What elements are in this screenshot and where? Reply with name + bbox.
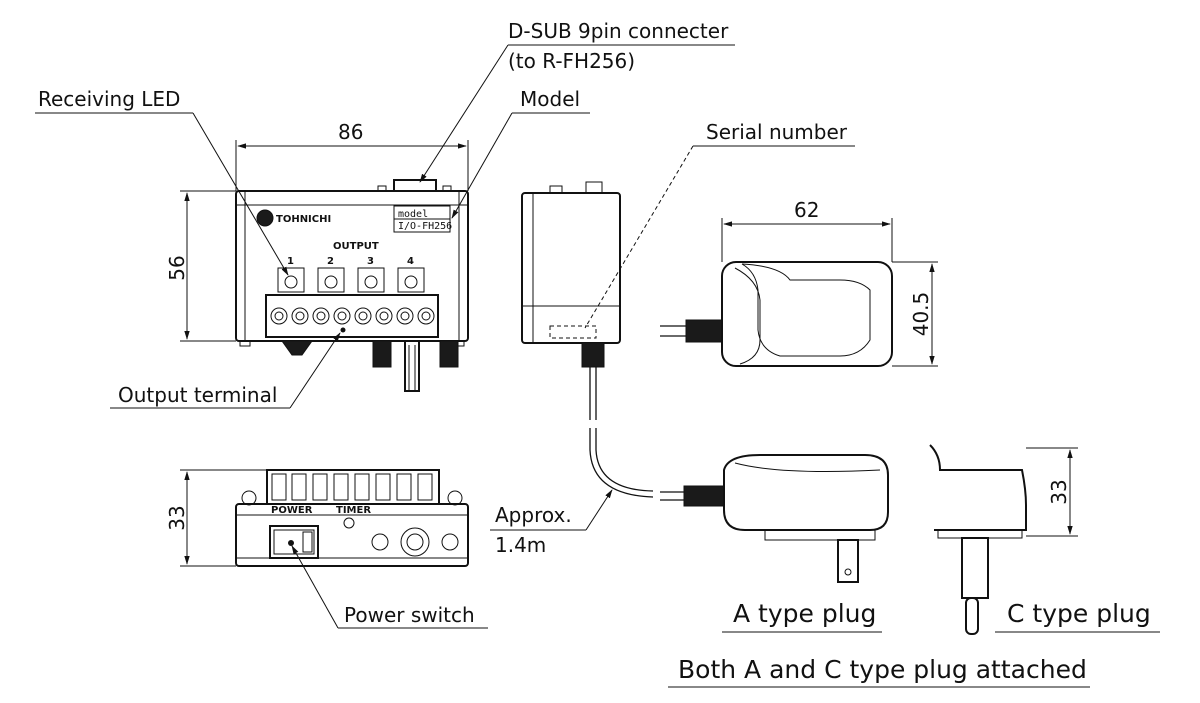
- dim-unit-depth: 33: [165, 505, 189, 530]
- serial-number-label: Serial number: [706, 120, 848, 144]
- dsub-label-line2: (to R-FH256): [508, 49, 635, 73]
- output-marking: OUTPUT: [333, 241, 379, 252]
- dim-adapter-height: 40.5: [909, 292, 933, 337]
- terminal-number-4: 4: [407, 256, 414, 267]
- terminal-number-1: 1: [287, 256, 294, 267]
- dim-unit-height: 56: [165, 255, 189, 280]
- adapter-top-view: [660, 261, 893, 367]
- timer-dial-icon: [343, 517, 355, 529]
- model-label: Model: [520, 87, 580, 111]
- output-terminal-label: Output terminal: [118, 383, 277, 407]
- plug-prong: [837, 539, 859, 583]
- terminal-number-2: 2: [327, 256, 334, 267]
- c-type-plug-label: C type plug: [1007, 599, 1151, 628]
- power-marking: POWER: [271, 505, 313, 516]
- dsub-label-line1: D-SUB 9pin connecter: [508, 19, 729, 43]
- c-plug-pin: [965, 597, 979, 635]
- terminal-number-3: 3: [367, 256, 374, 267]
- serial-number-plate: [549, 325, 597, 339]
- brand-logo-icon: [256, 209, 274, 227]
- mount-screw-right-icon: [447, 490, 463, 506]
- dimension-lines: [180, 140, 1078, 567]
- led-1: 1: [277, 256, 305, 293]
- both-plugs-label: Both A and C type plug attached: [678, 655, 1087, 684]
- led-4: 4: [397, 256, 425, 293]
- leader-lines: [35, 44, 1160, 688]
- terminal-screws: [270, 307, 435, 325]
- approx-label-line1: Approx.: [495, 503, 572, 527]
- unit-side-view: [521, 181, 654, 498]
- dc-input-icon: [400, 527, 430, 557]
- dim-adapter-width: 62: [794, 198, 819, 222]
- unit-front-view: TOHNICHI model I/O-FH256 OUTPUT 1 2 3 4: [235, 179, 469, 392]
- adapter-a-plug-view: [660, 454, 889, 583]
- c-plug-view: [929, 444, 1027, 635]
- brand-name: TOHNICHI: [276, 214, 331, 225]
- dim-plug-depth: 33: [1047, 479, 1071, 504]
- model-tag-top: model: [398, 209, 428, 220]
- jack-icon: [371, 533, 389, 551]
- mount-screw-left-icon: [241, 490, 257, 506]
- model-tag-bottom: I/O-FH256: [398, 221, 452, 232]
- led-2: 2: [317, 256, 345, 293]
- led-3: 3: [357, 256, 385, 293]
- unit-bottom-view: POWER TIMER: [235, 469, 469, 567]
- receiving-led-label: Receiving LED: [38, 87, 180, 111]
- a-type-plug-label: A type plug: [733, 599, 876, 628]
- approx-label-line2: 1.4m: [495, 533, 546, 557]
- timer-marking: TIMER: [336, 505, 371, 516]
- power-switch: [269, 525, 319, 559]
- power-switch-label: Power switch: [344, 603, 475, 627]
- dim-unit-width: 86: [338, 120, 363, 144]
